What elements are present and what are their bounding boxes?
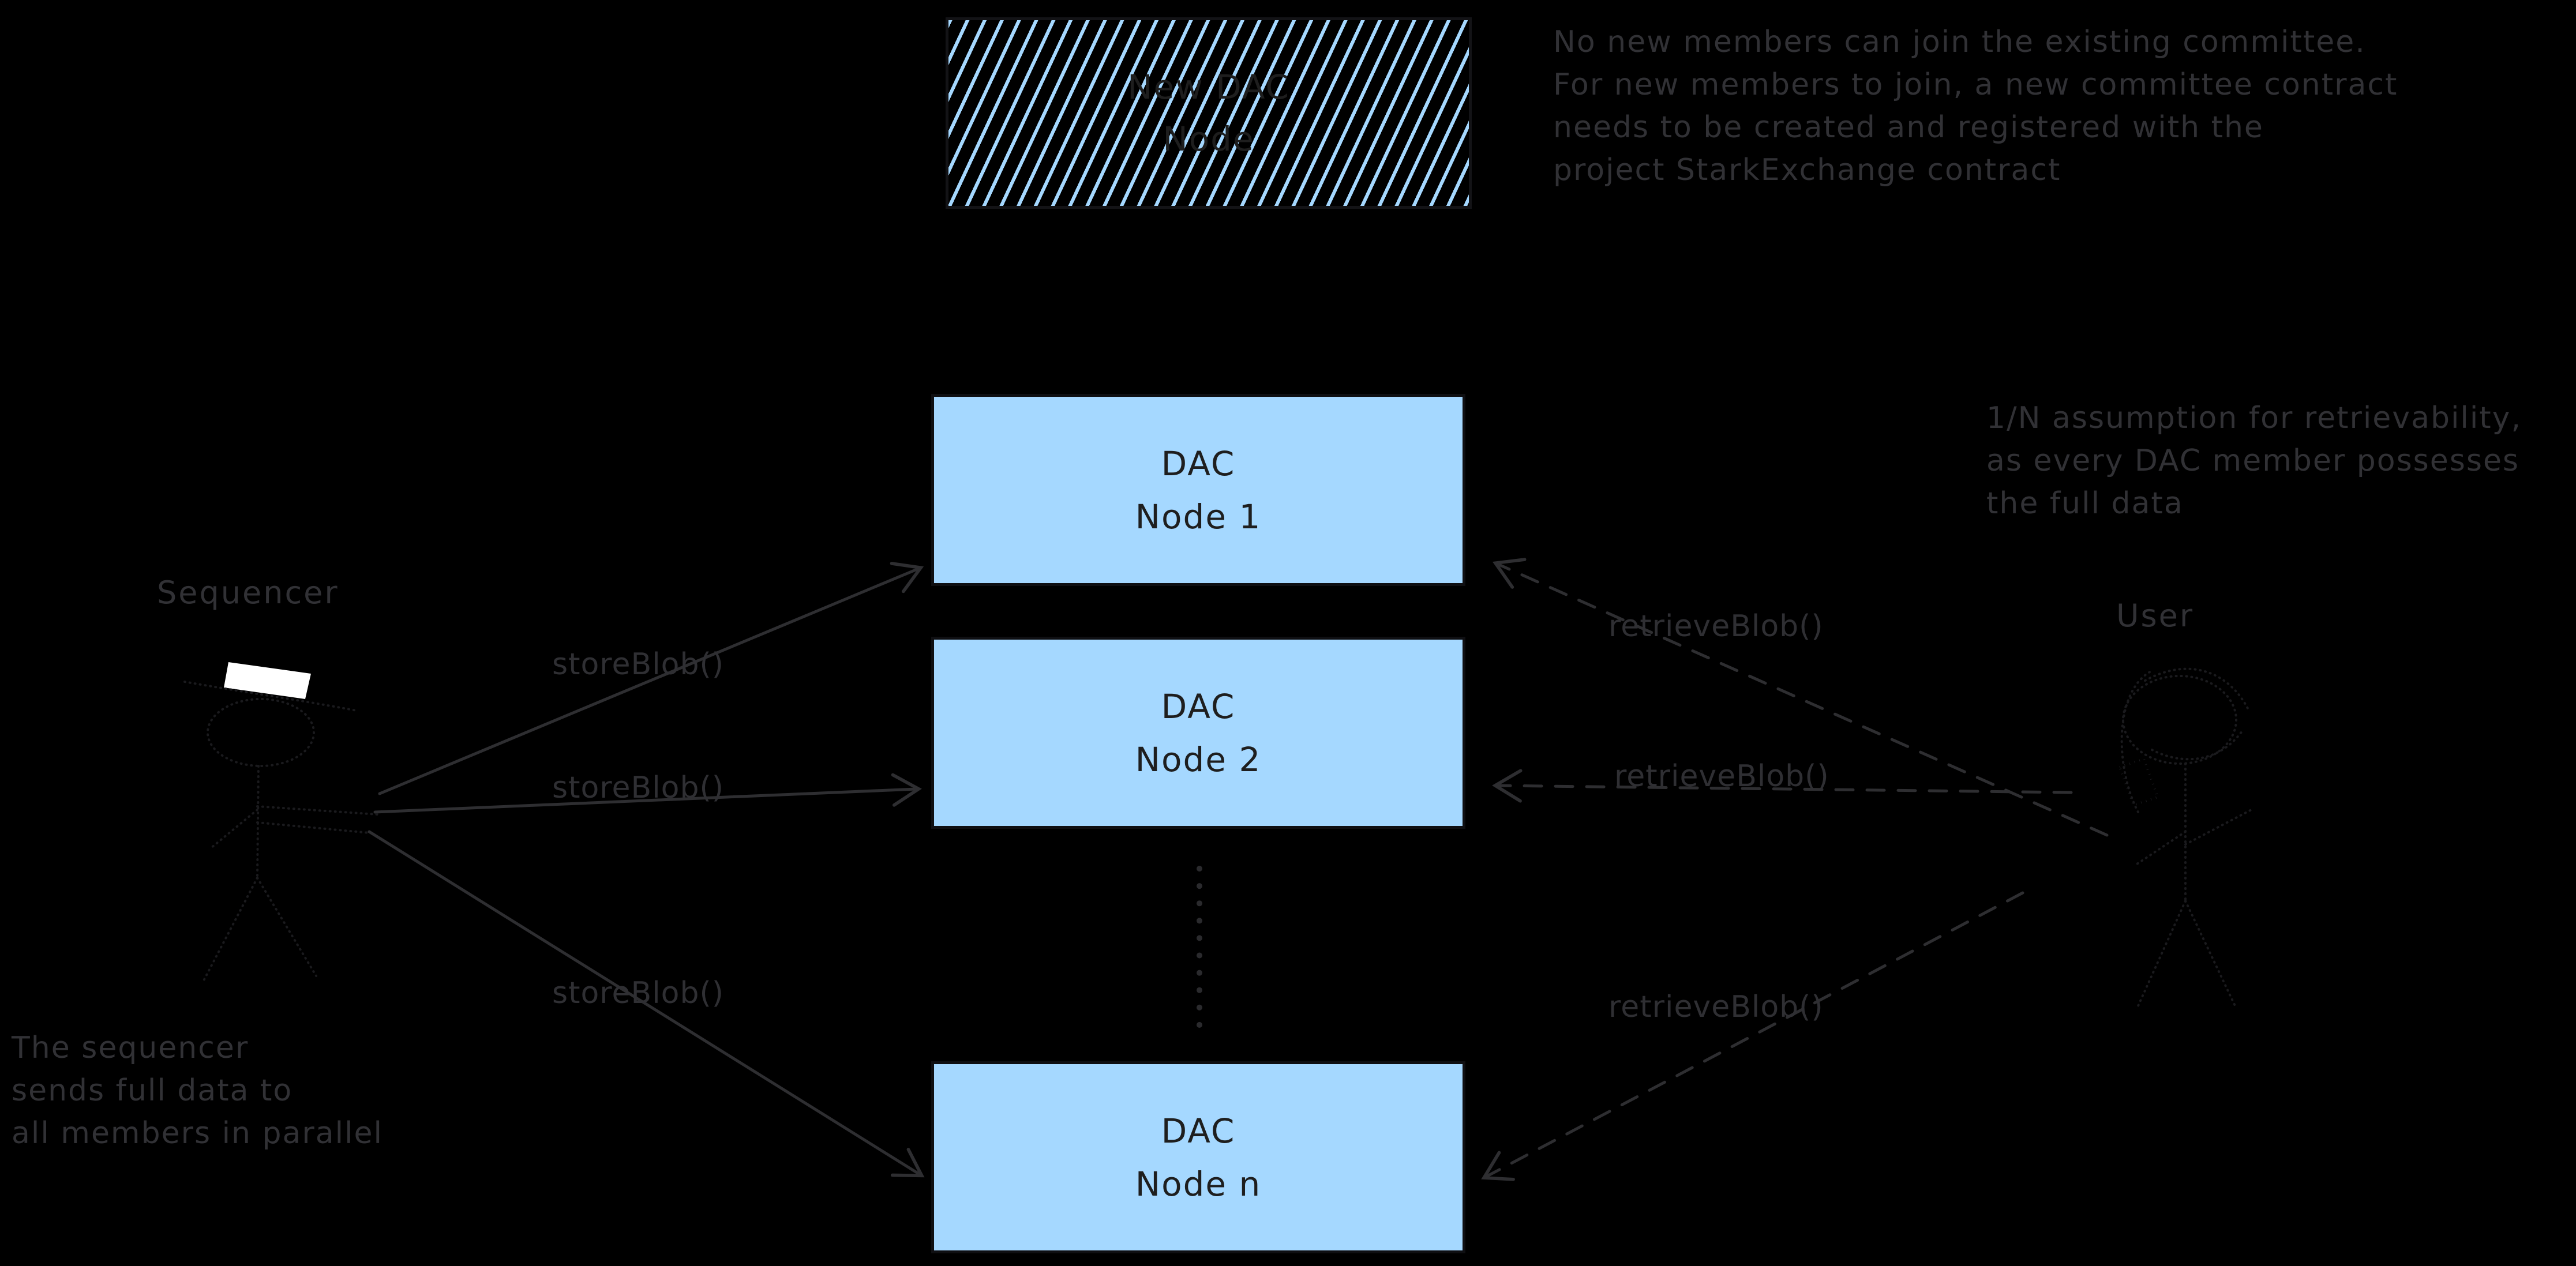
sequencer-annotation: The sequencer sends full data to all mem… — [12, 1027, 383, 1155]
sequencer-hat — [224, 662, 311, 699]
new-dac-node-label-line2: Node — [1163, 119, 1255, 159]
dac-node-n-line2: Node n — [1135, 1164, 1262, 1204]
sequencer-arm-left — [210, 809, 258, 849]
arrow-retrieveblob-noden — [1481, 891, 2024, 1181]
arrow-retrieveblob-node2 — [1492, 769, 2073, 803]
user-hair-top — [2144, 667, 2250, 712]
committee-annotation-line: needs to be created and registered with … — [1553, 110, 2264, 145]
retrieveblob-label-node1: retrieveBlob() — [1608, 609, 1824, 644]
committee-annotation-line: project StarkExchange contract — [1553, 153, 2061, 187]
user-face-curve — [2151, 730, 2243, 761]
arrow-storeblob-node1 — [378, 562, 924, 795]
arrow-storeblob-node2 — [373, 773, 922, 814]
dac-node-2-line1: DAC — [1161, 686, 1236, 726]
retrieveblob-label-node2: retrieveBlob() — [1614, 759, 1829, 794]
user-leg-right — [2184, 900, 2237, 1009]
user-arm-left — [2136, 831, 2187, 865]
user-hair-left — [2120, 670, 2152, 813]
sequencer-hat-brim — [183, 681, 358, 712]
sequencer-arm-right-2 — [256, 821, 370, 834]
dac-node-2-line2: Node 2 — [1135, 739, 1262, 779]
dac-node-1-line2: Node 1 — [1135, 497, 1262, 536]
sequencer-head — [207, 698, 315, 767]
dac-node-1-line1: DAC — [1161, 444, 1236, 483]
committee-annotation-line: No new members can join the existing com… — [1553, 25, 2366, 59]
retrievability-annotation: 1/N assumption for retrievability, as ev… — [1986, 397, 2522, 525]
storeblob-label-node1: storeBlob() — [552, 647, 725, 682]
committee-annotation-line: For new members to join, a new committee… — [1553, 67, 2398, 102]
sequencer-figure — [183, 662, 378, 983]
new-dac-node-label-line1: New DAC — [1127, 67, 1290, 107]
dac-node-n-box: DAC Node n — [931, 1061, 1465, 1253]
user-leg-left — [2137, 900, 2187, 1007]
retrievability-annotation-line: as every DAC member possesses — [1986, 444, 2520, 478]
user-figure — [2118, 667, 2255, 1009]
user-arm-right — [2184, 807, 2255, 846]
retrieveblob-label-noden: retrieveBlob() — [1608, 990, 1824, 1024]
user-head — [2122, 675, 2237, 765]
sequencer-arm-right — [256, 805, 378, 816]
arrow-storeblob-noden — [368, 830, 925, 1178]
new-dac-node-box: New DAC Node — [946, 17, 1472, 209]
user-phone — [2118, 757, 2159, 807]
retrievability-annotation-line: 1/N assumption for retrievability, — [1986, 401, 2522, 435]
storeblob-label-noden: storeBlob() — [552, 976, 725, 1010]
sequencer-annotation-line: all members in parallel — [12, 1116, 383, 1151]
committee-annotation: No new members can join the existing com… — [1553, 21, 2398, 191]
dac-node-2-box: DAC Node 2 — [931, 637, 1465, 829]
sequencer-leg-left — [202, 877, 258, 983]
sequencer-annotation-line: The sequencer — [12, 1031, 249, 1065]
dac-node-1-box: DAC Node 1 — [931, 394, 1465, 586]
sequencer-annotation-line: sends full data to — [12, 1073, 293, 1108]
sequencer-label: Sequencer — [157, 574, 339, 611]
dac-node-n-line1: DAC — [1161, 1111, 1236, 1151]
user-label: User — [2116, 598, 2195, 634]
sequencer-leg-right — [256, 877, 317, 977]
retrievability-annotation-line: the full data — [1986, 486, 2184, 521]
arrow-retrieveblob-node1 — [1492, 558, 2109, 837]
storeblob-label-node2: storeBlob() — [552, 771, 725, 805]
